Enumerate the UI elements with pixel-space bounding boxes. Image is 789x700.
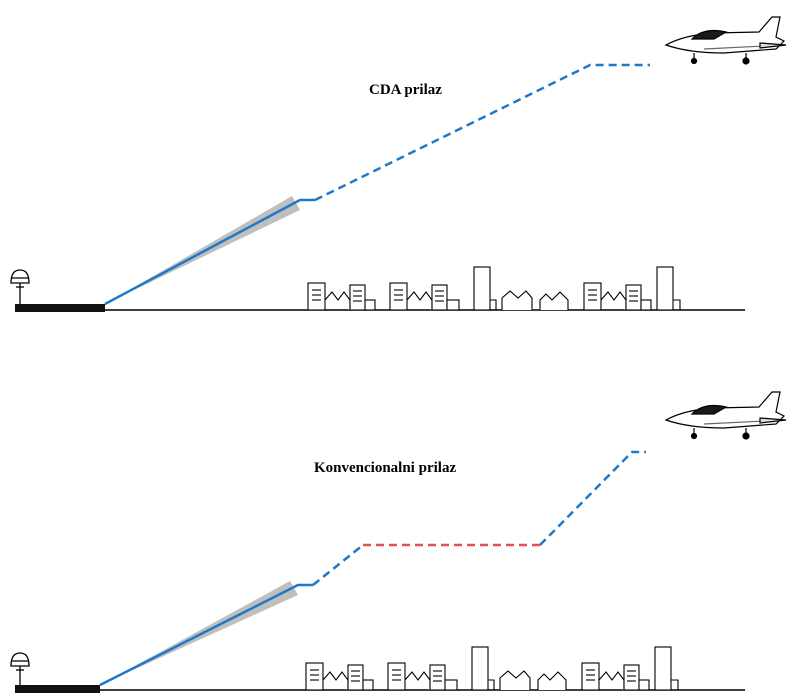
runway [15, 685, 100, 693]
aircraft-icon [664, 391, 787, 440]
city-buildings-icon [307, 266, 681, 311]
final-approach-path [99, 583, 313, 687]
upper-descent-path [539, 450, 646, 546]
cda-panel: CDA prilaz [10, 16, 787, 312]
conventional-panel: Konvencionalni prilaz [0, 350, 789, 700]
lower-descent-path [312, 544, 364, 586]
final-approach-path [104, 198, 315, 306]
airport-tower-icon [10, 652, 30, 685]
panel-title: Konvencionalni prilaz [314, 460, 457, 476]
cda-diagram [10, 16, 787, 312]
runway [15, 304, 105, 312]
airport-tower-icon [10, 269, 30, 304]
cda-descent-path [314, 63, 650, 202]
conventional-diagram [10, 391, 787, 693]
city-buildings-icon [305, 646, 679, 691]
panel-title: CDA prilaz [369, 82, 442, 98]
aircraft-icon [664, 16, 787, 65]
